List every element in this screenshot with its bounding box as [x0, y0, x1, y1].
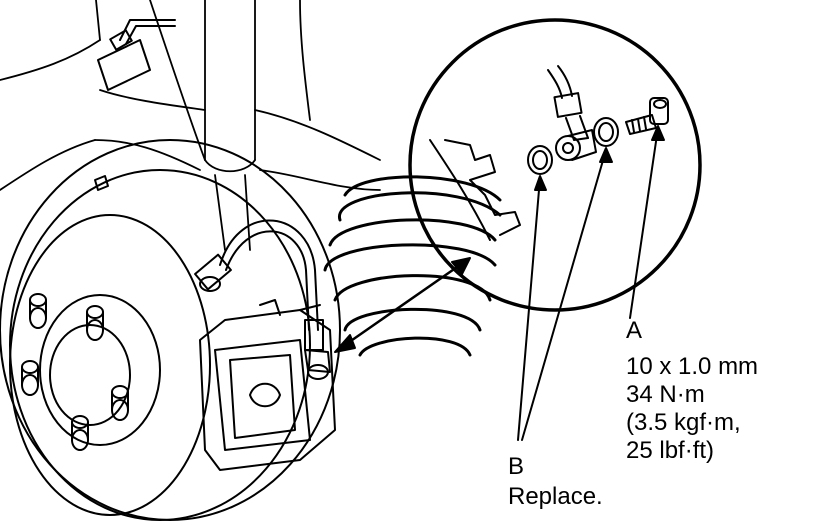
callout-a-torque-lbfft: 25 lbf·ft) [626, 437, 715, 464]
callout-a-letter: A [626, 317, 643, 344]
callout-a-torque-nm: 34 N·m [626, 381, 705, 408]
suspension-body-lines [0, 0, 381, 251]
callout-b-letter: B [508, 453, 525, 480]
detail-pointer-arrow [334, 257, 471, 353]
callout-a-torque-kgfm: (3.5 kgf·m, [626, 409, 741, 436]
coil-spring [323, 175, 502, 357]
flexible-brake-hose [194, 219, 331, 380]
brake-caliper [199, 299, 336, 471]
callout-b-note: Replace. [508, 483, 603, 510]
detail-circle [408, 18, 702, 312]
leader-lines [517, 125, 665, 441]
wheel-studs [21, 293, 129, 451]
callout-a-thread-size: 10 x 1.0 mm [626, 353, 759, 380]
brake-disc [0, 139, 341, 521]
upper-brake-line [97, 19, 176, 91]
